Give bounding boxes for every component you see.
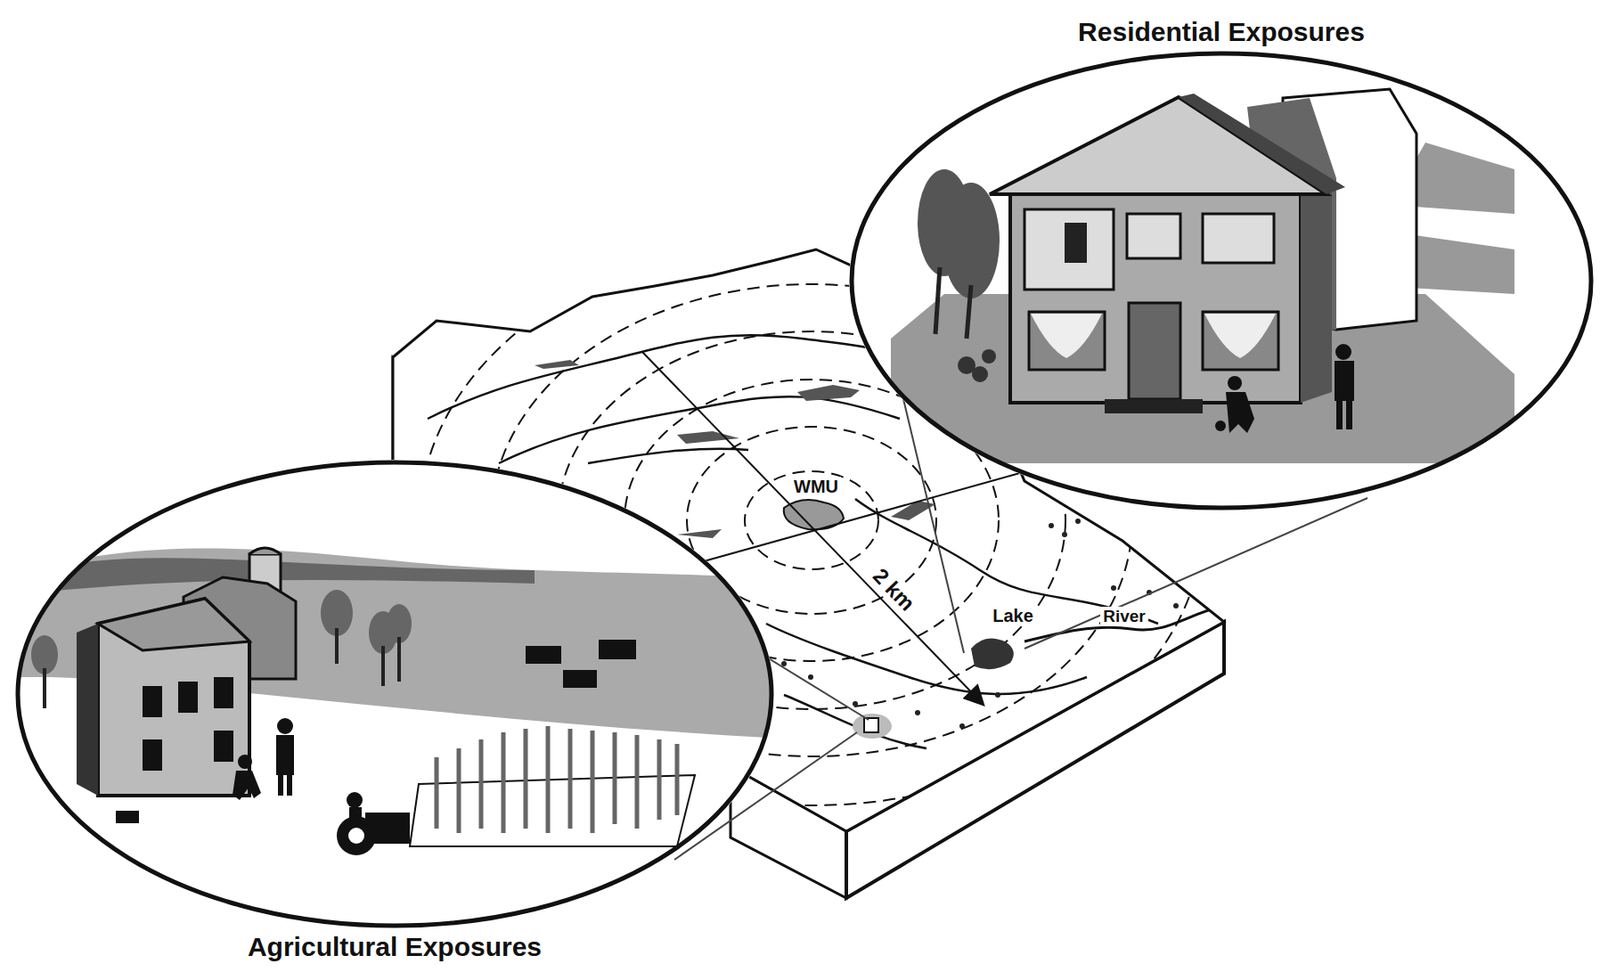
residential-scene [848, 50, 1594, 511]
callout-heading: Residential Exposures [795, 16, 1600, 48]
ellipse-border [17, 462, 772, 926]
ellipse-outline [15, 459, 775, 929]
ellipse-border [851, 53, 1592, 508]
callout-heading: Agricultural Exposures [0, 931, 828, 963]
ellipse-outline [848, 50, 1594, 511]
lake [971, 637, 1014, 670]
callout-ellipse: Agricultural Exposures [15, 459, 775, 929]
farm-icon [852, 713, 892, 739]
agricultural-scene [0, 459, 802, 929]
callout-ellipse: Residential Exposures [848, 50, 1594, 511]
map-label: River [1100, 606, 1149, 627]
map-label: WMU [791, 476, 841, 498]
map-label: Lake [989, 605, 1037, 627]
map-label: 2 km [865, 562, 922, 619]
